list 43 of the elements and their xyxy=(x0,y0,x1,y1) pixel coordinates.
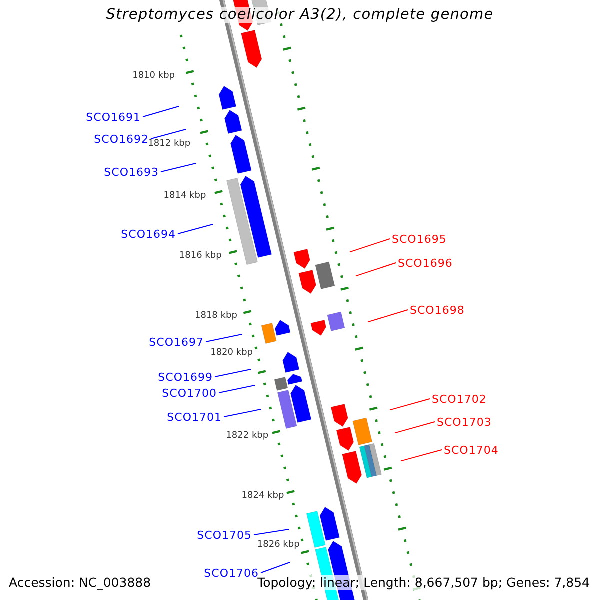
leader-line xyxy=(254,529,290,536)
tick-label: 1826 kbp xyxy=(257,540,300,550)
tick-label: 1816 kbp xyxy=(179,252,222,260)
leader-line xyxy=(150,129,186,140)
leader-line xyxy=(350,238,390,253)
tick-label: 1812 kbp xyxy=(148,140,191,148)
leader-line xyxy=(260,562,290,574)
leader-line xyxy=(160,163,196,172)
gene-label: SCO1694 xyxy=(121,228,176,240)
tick-label: 1820 kbp xyxy=(210,348,253,358)
gene-label: SCO1695 xyxy=(392,232,447,246)
gene-label: SCO1706 xyxy=(204,566,259,580)
gene-label: SCO1692 xyxy=(94,132,149,146)
tick-label: 1818 kbp xyxy=(195,312,238,320)
tick-label: 1810 kbp xyxy=(132,72,175,80)
leader-line xyxy=(356,262,396,277)
tick-label: 1814 kbp xyxy=(164,192,206,200)
gene-label: SCO1697 xyxy=(149,336,204,348)
gene-label: SCO1693 xyxy=(104,166,159,178)
accession-text: Accession: NC_003888 xyxy=(9,575,152,590)
leader-line xyxy=(214,369,252,378)
gene-label: SCO1705 xyxy=(197,528,252,542)
gene-label: SCO1699 xyxy=(158,370,213,384)
leader-line xyxy=(178,224,214,234)
gene-label: SCO1698 xyxy=(410,304,465,316)
leader-line xyxy=(400,450,442,462)
leader-line xyxy=(368,310,408,323)
gene-label: SCO1701 xyxy=(167,410,222,424)
gene-label: SCO1696 xyxy=(398,256,453,270)
leader-line xyxy=(224,409,262,418)
gene-label: SCO1703 xyxy=(437,416,492,428)
leader-line xyxy=(218,385,256,394)
gene-label: SCO1702 xyxy=(432,392,487,406)
leader-line xyxy=(142,106,180,118)
gene-label: SCO1704 xyxy=(444,444,499,456)
genome-summary-text: Topology: linear; Length: 8,667,507 bp; Genes: 7,854 xyxy=(258,575,590,590)
tick-label: 1824 kbp xyxy=(242,492,284,500)
gene-label: SCO1700 xyxy=(162,386,217,400)
leader-line xyxy=(390,398,430,411)
gene-label: SCO1691 xyxy=(86,110,141,124)
tick-label: 1822 kbp xyxy=(226,432,269,440)
leader-line xyxy=(206,334,242,342)
leader-line xyxy=(394,422,436,434)
